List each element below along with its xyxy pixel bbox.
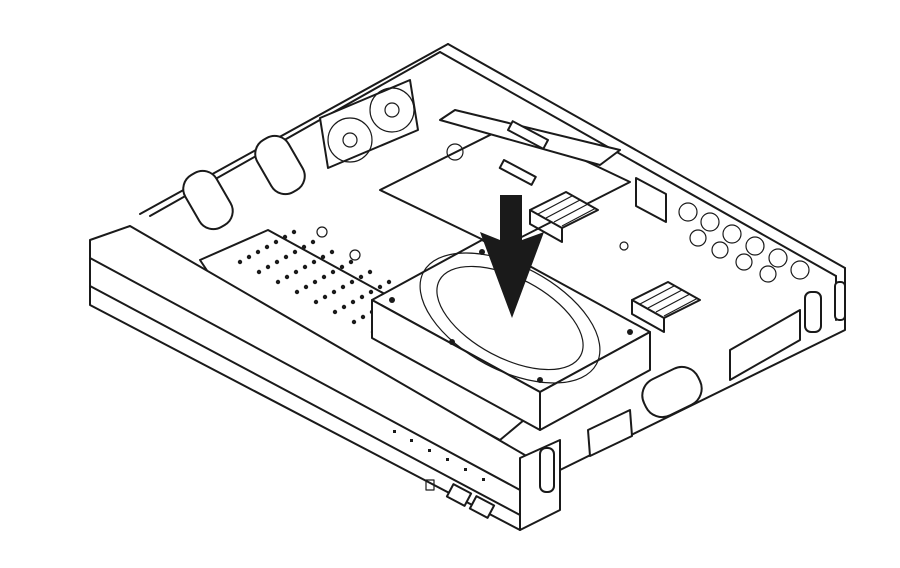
perforation-hole [330,269,336,275]
perforation-hole [312,279,318,285]
perforation-hole [377,284,383,290]
connector [506,120,550,150]
perforation-hole [246,254,252,260]
back-wall-edge [447,43,846,269]
front-slot [587,409,633,457]
perforation-hole [301,244,307,250]
perforation-hole [368,289,374,295]
perforation-hole [348,259,354,265]
mainboard [316,109,701,333]
perforation-hole [255,249,261,255]
front-handle [539,447,555,493]
perforation-hole [341,304,347,310]
perforation-hole [303,284,309,290]
perforation-hole [310,239,316,245]
perforation-hole [313,299,319,305]
perforation-hole [322,294,328,300]
perforation-hole [359,294,365,300]
perforation-hole [283,254,289,260]
status-leds [393,430,485,481]
sata-connector [498,159,537,186]
perforation-hole [282,234,288,240]
perforation-hole [331,289,337,295]
usb-port-icon [468,495,496,519]
perforation-hole [340,284,346,290]
cooling-fans [182,79,419,231]
chassis [139,43,846,471]
power-button [425,479,435,491]
perforation-hole [275,279,281,285]
cooling-fan-icon [327,117,373,163]
perforation-hole [273,239,279,245]
perforation-hole [350,299,356,305]
hdd-right-side [539,331,651,431]
perforation-hole [311,259,317,265]
front-panel [89,225,703,531]
heatsink-icon [529,191,599,243]
vent-cutout [254,134,306,196]
hdd-platter-cover [419,252,601,384]
perforation-hole [339,264,345,270]
hard-disk-drive-icon [371,239,651,431]
bezel-edge [89,285,521,516]
perforation-hole [291,229,297,235]
perforation-hole [292,249,298,255]
power-module [635,177,667,223]
perforation-hole [367,269,373,275]
perforation-hole [349,279,355,285]
perforation-hole [351,319,357,325]
rear-ports [678,202,810,283]
fan-bracket [319,79,419,169]
perforation-hole [237,259,243,265]
usb-port-icon [445,483,473,507]
side-handle [804,291,822,333]
insert-arrow-icon [480,195,544,318]
perforation-hole [320,254,326,260]
back-wall-inner-edge [439,51,837,277]
perforation-hole [386,279,392,285]
perforation-hole [265,264,271,270]
perforation-hole [293,269,299,275]
cooling-fan-icon [369,87,415,133]
side-slot [729,309,801,381]
perforation-hole [284,274,290,280]
perforation-hole [294,289,300,295]
front-vent [641,365,703,419]
bezel-edge [89,257,521,491]
perforation-hole [302,264,308,270]
heatsink-icon [631,281,701,333]
perforation-hole [358,274,364,280]
rear-latch [834,281,846,321]
perforation-hole [264,244,270,250]
perforation-hole [256,269,262,275]
perforation-hole [321,274,327,280]
perforation-hole [332,309,338,315]
vent-cutout [182,169,234,231]
perforation-hole [274,259,280,265]
perforation-hole [329,249,335,255]
perforation-hole [360,314,366,320]
